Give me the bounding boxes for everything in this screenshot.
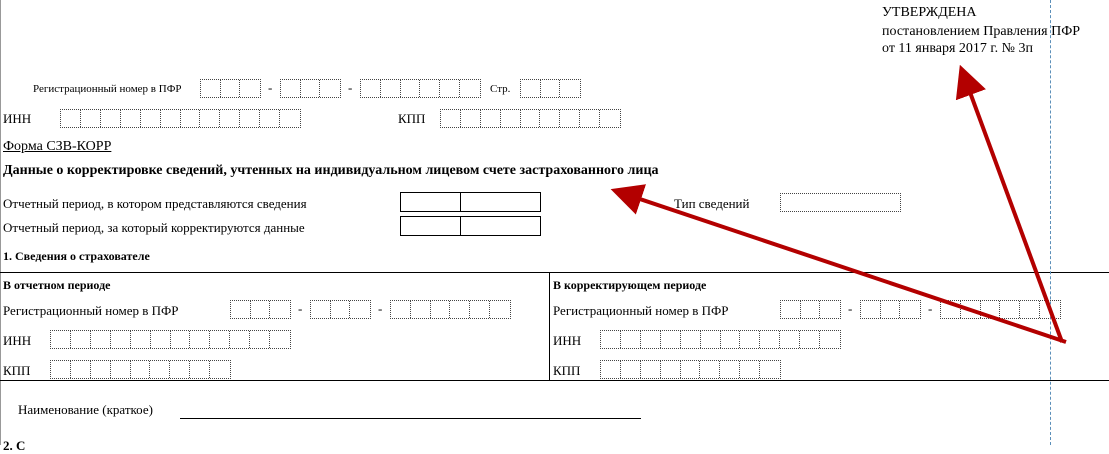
top-kpp-field[interactable] bbox=[440, 109, 621, 128]
left-inn-label: ИНН bbox=[3, 333, 32, 348]
approval-line-3: от 11 января 2017 г. № 3п bbox=[882, 41, 1033, 56]
top-reg-part3[interactable] bbox=[360, 79, 481, 98]
dash: - bbox=[378, 301, 383, 316]
right-inn-label: ИНН bbox=[553, 333, 582, 348]
page-margin-guide bbox=[1050, 0, 1051, 445]
approval-line-2: постановлением Правления ПФР bbox=[882, 24, 1081, 39]
period-reported-label: Отчетный период, в котором представляютс… bbox=[3, 196, 307, 211]
page-label: Стр. bbox=[490, 83, 511, 95]
left-kpp-label: КПП bbox=[3, 363, 31, 378]
left-kpp-field[interactable] bbox=[50, 360, 231, 379]
dash: - bbox=[928, 301, 933, 316]
page-number-field[interactable] bbox=[520, 79, 581, 98]
dash: - bbox=[848, 301, 853, 316]
top-kpp-label: КПП bbox=[398, 111, 426, 126]
right-kpp-label: КПП bbox=[553, 363, 581, 378]
left-reg-part2[interactable] bbox=[310, 300, 371, 319]
arrow-to-title bbox=[610, 184, 1067, 344]
left-inn-field[interactable] bbox=[50, 330, 291, 349]
short-name-field[interactable] bbox=[180, 418, 641, 419]
top-inn-field[interactable] bbox=[60, 109, 301, 128]
left-reg-label: Регистрационный номер в ПФР bbox=[3, 303, 179, 318]
top-reg-part2[interactable] bbox=[280, 79, 341, 98]
info-type-field[interactable] bbox=[780, 193, 901, 212]
period-corrected-field[interactable] bbox=[400, 216, 541, 236]
top-reg-part1[interactable] bbox=[200, 79, 261, 98]
arrow-to-approval bbox=[955, 64, 1064, 343]
right-header: В корректирующем периоде bbox=[553, 278, 707, 292]
section1-divider bbox=[549, 272, 550, 380]
form-name: Форма СЗВ-КОРР bbox=[3, 139, 112, 154]
dash: - bbox=[348, 80, 353, 95]
right-reg-part1[interactable] bbox=[780, 300, 841, 319]
info-type-label: Тип сведений bbox=[674, 196, 750, 211]
short-name-label: Наименование (краткое) bbox=[18, 402, 153, 417]
left-reg-part1[interactable] bbox=[230, 300, 291, 319]
section1-top-rule bbox=[0, 272, 1109, 273]
right-kpp-field[interactable] bbox=[600, 360, 781, 379]
form-title: Данные о корректировке сведений, учтенны… bbox=[3, 163, 659, 178]
dash: - bbox=[298, 301, 303, 316]
section1-title: 1. Сведения о страхователе bbox=[3, 249, 150, 263]
left-reg-part3[interactable] bbox=[390, 300, 511, 319]
period-corrected-label: Отчетный период, за который корректируют… bbox=[3, 220, 305, 235]
period-reported-field[interactable] bbox=[400, 192, 541, 212]
left-header: В отчетном периоде bbox=[3, 278, 111, 292]
section1-bottom-rule bbox=[0, 380, 1109, 381]
left-page-border bbox=[0, 0, 1, 445]
right-reg-label: Регистрационный номер в ПФР bbox=[553, 303, 729, 318]
dash: - bbox=[268, 80, 273, 95]
top-reg-label: Регистрационный номер в ПФР bbox=[33, 83, 182, 95]
approval-title: УТВЕРЖДЕНА bbox=[882, 5, 977, 20]
right-inn-field[interactable] bbox=[600, 330, 841, 349]
right-reg-part2[interactable] bbox=[860, 300, 921, 319]
top-inn-label: ИНН bbox=[3, 111, 32, 126]
